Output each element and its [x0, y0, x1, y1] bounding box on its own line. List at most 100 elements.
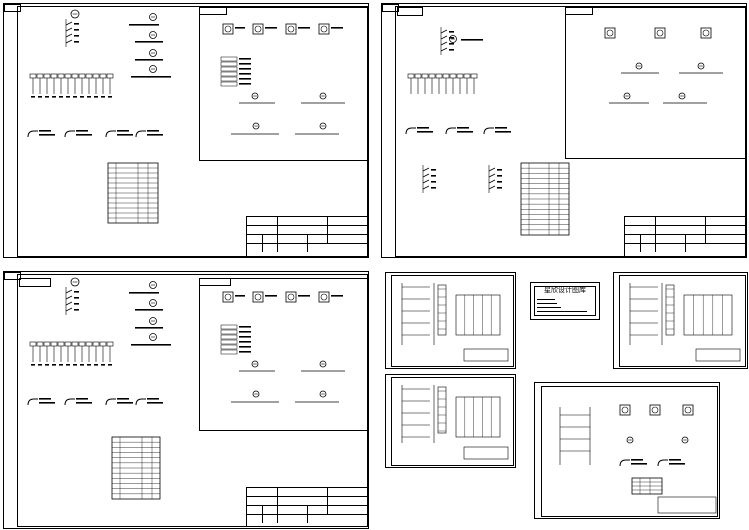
panel-title-block: [200, 279, 231, 286]
device-symbol: [149, 299, 157, 307]
annotation-mark: [147, 398, 159, 400]
equipment-panel: [565, 7, 746, 159]
terminal-block: [71, 73, 79, 79]
symbol-box: [285, 291, 297, 303]
terminal-block: [57, 341, 65, 347]
annotation-mark: [147, 402, 163, 404]
annotation-mark: [135, 309, 163, 311]
switch-stack: [65, 307, 73, 312]
annotation-mark: [449, 49, 454, 51]
device-symbol: [319, 360, 327, 368]
device-symbol: [319, 122, 327, 130]
annotation-mark: [431, 181, 436, 183]
device-symbol: [251, 360, 259, 368]
annotation-mark: [39, 130, 51, 132]
annotation-mark: [39, 398, 51, 400]
annotation-mark: [631, 463, 647, 465]
annotation-mark: [76, 402, 92, 404]
annotation-mark: [74, 297, 79, 299]
annotation-mark: [417, 127, 429, 129]
small-sheet-2: [385, 374, 516, 468]
annotation-mark: [239, 73, 251, 75]
annotation-mark: [239, 351, 251, 353]
sheet-tag: [4, 272, 21, 280]
symbol-box: [318, 291, 330, 303]
annotation-mark: [73, 364, 77, 366]
cable-hook: [135, 398, 146, 406]
design-library-stamp: 星欣设计图库: [530, 282, 600, 320]
title-block: [246, 216, 368, 257]
device-symbol: [697, 62, 705, 70]
terminal-block: [99, 341, 107, 347]
terminal-block: [92, 341, 100, 347]
annotation-mark: [74, 309, 79, 311]
terminal-block: [78, 341, 86, 347]
sheet-border: [541, 386, 718, 517]
annotation-mark: [298, 27, 310, 29]
device-symbol: [623, 92, 631, 100]
terminal-block: [442, 73, 450, 79]
annotation-mark: [76, 398, 88, 400]
annotation-mark: [38, 96, 42, 98]
annotation-mark: [298, 295, 310, 297]
annotation-mark: [235, 27, 245, 29]
symbol-box: [649, 404, 661, 416]
switch-stack: [65, 39, 73, 44]
wiring-grid: [455, 294, 501, 336]
annotation-mark: [74, 23, 79, 25]
annotation-mark: [497, 169, 502, 171]
cable-hook: [657, 459, 668, 467]
annotation-mark: [39, 134, 55, 136]
switch-contact: [488, 173, 496, 178]
annotation-mark: [66, 96, 70, 98]
sheet-tag: [382, 4, 399, 12]
cable-hook: [27, 130, 38, 138]
annotation-mark: [431, 169, 436, 171]
connector-pin: [220, 324, 238, 330]
annotation-mark: [461, 39, 483, 41]
connector-pin: [220, 66, 238, 72]
terminal-block: [85, 73, 93, 79]
annotation-mark: [497, 175, 502, 177]
stamp-title: 星欣设计图库: [544, 286, 586, 294]
terminal-block: [470, 73, 478, 79]
cable-hook: [483, 127, 494, 135]
switch-stack: [65, 301, 73, 306]
annotation-mark: [31, 96, 35, 98]
annotation-mark: [66, 364, 70, 366]
symbol-box: [222, 23, 234, 35]
annotation-mark: [31, 364, 35, 366]
annotation-mark: [38, 364, 42, 366]
terminal-column: [665, 284, 675, 336]
annotation-mark: [147, 130, 159, 132]
annotation-mark: [131, 344, 171, 346]
terminal-block: [428, 73, 436, 79]
switch-contact: [488, 167, 496, 172]
title-block: [624, 216, 746, 257]
annotation-mark: [417, 131, 433, 133]
terminal-block: [29, 341, 37, 347]
annotation-mark: [669, 463, 685, 465]
switch-contact: [422, 185, 430, 190]
symbol-inner: [224, 25, 232, 33]
switch-contact: [440, 47, 448, 52]
connector-pin: [220, 334, 238, 340]
device-symbol: [635, 62, 643, 70]
equipment-panel: [199, 7, 368, 161]
symbol-inner: [606, 29, 614, 37]
connector-pin: [220, 76, 238, 82]
switch-stack: [65, 27, 73, 32]
annotation-mark: [235, 295, 245, 297]
annotation-mark: [457, 131, 473, 133]
annotation-mark: [147, 134, 163, 136]
annotation-mark: [94, 364, 98, 366]
main-device-symbol: [70, 9, 80, 19]
annotation-mark: [497, 187, 502, 189]
annotation-mark: [59, 96, 63, 98]
annotation-mark: [39, 402, 55, 404]
cable-hook: [105, 130, 116, 138]
annotation-mark: [495, 131, 511, 133]
wiring-grid: [455, 396, 501, 438]
sheet-border: [391, 275, 514, 367]
